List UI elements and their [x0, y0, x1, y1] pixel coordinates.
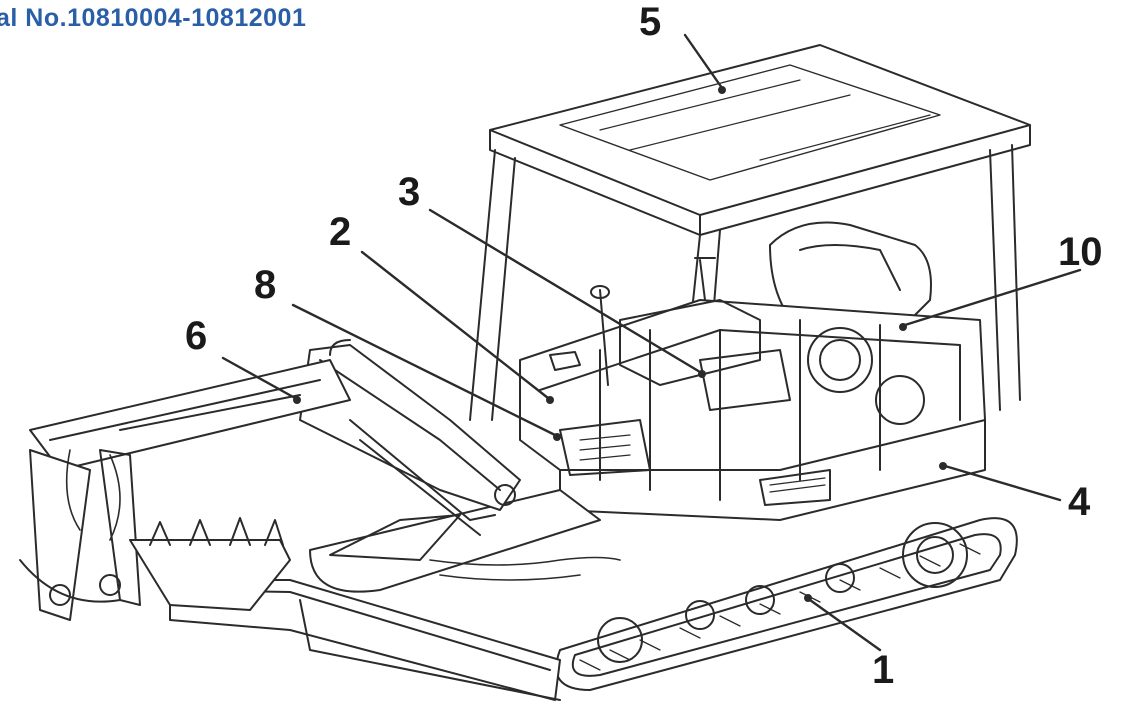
track-assembly [555, 517, 1018, 691]
operator-seat [769, 221, 932, 331]
canopy-roof [489, 44, 1031, 236]
leader-dots [293, 86, 947, 602]
callout-3: 3 [398, 170, 421, 214]
callout-4: 4 [1068, 480, 1091, 524]
callout-5: 5 [639, 0, 662, 44]
left-track [309, 489, 601, 593]
leader-lines [221, 33, 1082, 652]
callout-8: 8 [254, 263, 277, 307]
callout-6: 6 [185, 314, 208, 358]
canopy-pillars [469, 144, 1021, 421]
dozer-blade [169, 579, 561, 701]
callout-1: 1 [872, 648, 895, 692]
hydraulic-hoses [65, 449, 621, 581]
callout-10: 10 [1058, 230, 1103, 274]
serial-number-header: al No.10810004-10812001 [0, 4, 307, 32]
upper-structure [519, 299, 986, 521]
control-levers [549, 257, 716, 386]
bucket [19, 449, 291, 621]
callout-2: 2 [329, 210, 352, 254]
boom [299, 339, 521, 536]
